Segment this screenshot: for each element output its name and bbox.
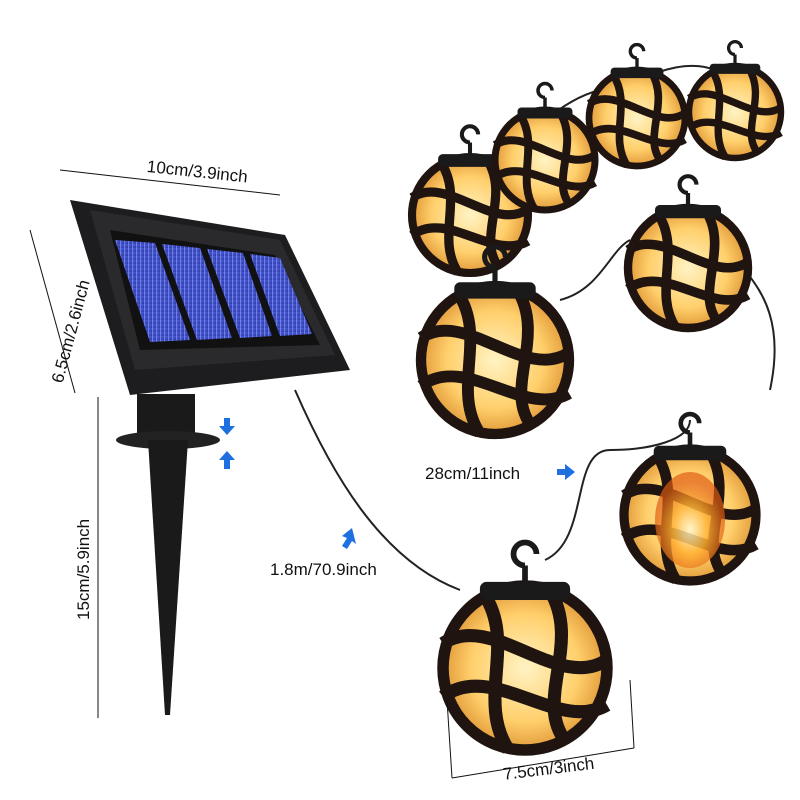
arrow-up-icon: [219, 451, 235, 469]
lantern-5: [628, 176, 748, 328]
lantern-spacing-label: 28cm/11inch: [425, 464, 521, 483]
cable-length-label: 1.8m/70.9inch: [270, 560, 377, 579]
flame: [655, 472, 725, 568]
solar-panel: [70, 200, 350, 715]
lantern-8: [443, 543, 607, 750]
lantern-3: [589, 45, 685, 166]
stake-length-label: 15cm/5.9inch: [74, 518, 93, 620]
arrows: [219, 418, 575, 549]
lantern-6: [421, 247, 569, 434]
arrow-right-icon: [557, 464, 575, 480]
dimension-lines: [29, 169, 635, 779]
arrow-down-icon: [219, 418, 235, 435]
lantern-4: [689, 42, 781, 158]
arrow-up-right-icon: [342, 528, 356, 549]
lantern-2: [495, 83, 595, 210]
